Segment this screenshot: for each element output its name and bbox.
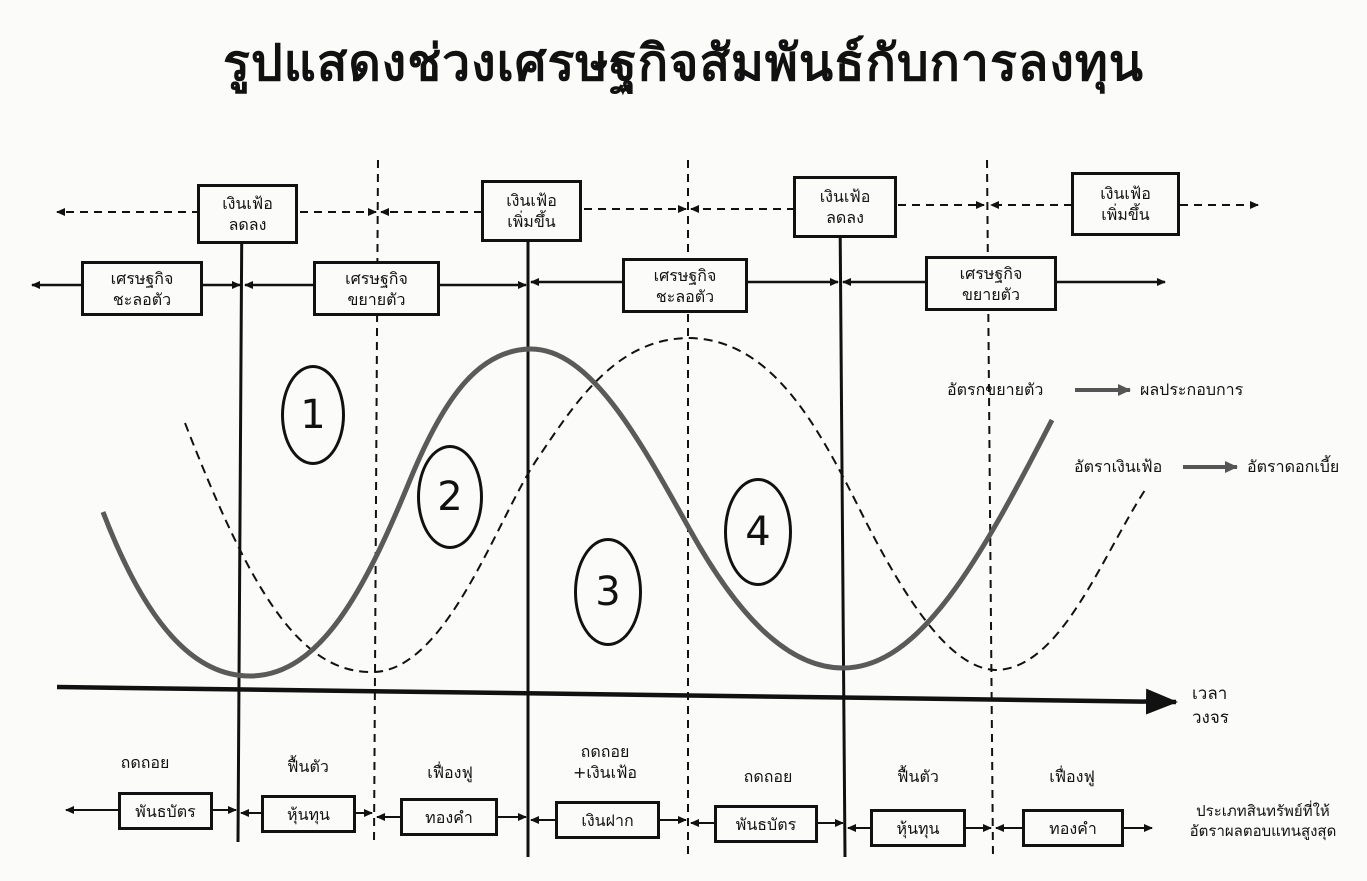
growth-rate-curve — [100, 346, 1055, 679]
separator-solid-3 — [838, 209, 847, 858]
phase-number-4: 4 — [724, 478, 792, 586]
asset-box-gold-1: ทองคำ — [400, 798, 498, 836]
inflation-box-4: เงินเฟ้อ เพิ่มขึ้น — [1071, 172, 1180, 236]
time-axis — [56, 684, 1178, 715]
asset-box-stocks-1: หุ้นทุน — [261, 795, 356, 833]
legend-growth-target: ผลประกอบการ — [1140, 380, 1244, 399]
phase-number-2: 2 — [417, 445, 483, 549]
separator-solid-1 — [236, 194, 244, 843]
phase-label-boom-2: เฟื่องฟู — [1049, 767, 1095, 786]
economy-box-4: เศรษฐกิจ ขยายตัว — [925, 256, 1057, 311]
phase-label-recession-1: ถดถอย — [120, 753, 170, 772]
diagram-title: รูปแสดงช่วงเศรษฐกิจสัมพันธ์กับการลงทุน — [223, 34, 1144, 92]
phase-number-3: 3 — [574, 538, 642, 646]
inflation-box-2: เงินเฟ้อ เพิ่มขึ้น — [481, 180, 582, 242]
asset-box-bonds-1: พันธบัตร — [118, 792, 213, 830]
legend-growth-label: อัตรกขยายตัว — [947, 380, 1044, 399]
phase-number-1: 1 — [281, 365, 345, 465]
inflation-rate-curve — [184, 336, 1146, 674]
economy-box-2: เศรษฐกิจ ขยายตัว — [313, 261, 440, 316]
economy-box-3: เศรษฐกิจ ชะลอตัว — [622, 258, 748, 313]
legend-inflation-label: อัตราเงินเฟ้อ — [1074, 457, 1163, 476]
phase-label-boom-1: เฟื่องฟู — [427, 763, 473, 782]
inflation-box-3: เงินเฟ้อ ลดลง — [793, 176, 897, 238]
phase-label-recovery-2: ฟื้นตัว — [897, 767, 939, 786]
inflation-box-1: เงินเฟ้อ ลดลง — [197, 184, 298, 244]
asset-box-gold-2: ทองคำ — [1022, 809, 1124, 847]
asset-box-deposits: เงินฝาก — [555, 801, 660, 839]
legend-inflation-target: อัตราดอกเบี้ย — [1247, 457, 1340, 476]
asset-caption: ประเภทสินทรัพย์ที่ให้ อัตราผลตอบแทนสูงสุ… — [1189, 802, 1337, 840]
asset-box-stocks-2: หุ้นทุน — [870, 809, 966, 847]
asset-box-bonds-2: พันธบัตร — [714, 805, 818, 843]
phase-label-recession-2: ถดถอย — [743, 767, 793, 786]
phase-label-recovery-1: ฟื้นตัว — [287, 757, 329, 776]
phase-label-stagflation: ถดถอย +เงินเฟ้อ — [572, 742, 638, 782]
time-axis-label: เวลา วงจร — [1192, 684, 1229, 728]
economy-box-1: เศรษฐกิจ ชะลอตัว — [81, 261, 203, 316]
